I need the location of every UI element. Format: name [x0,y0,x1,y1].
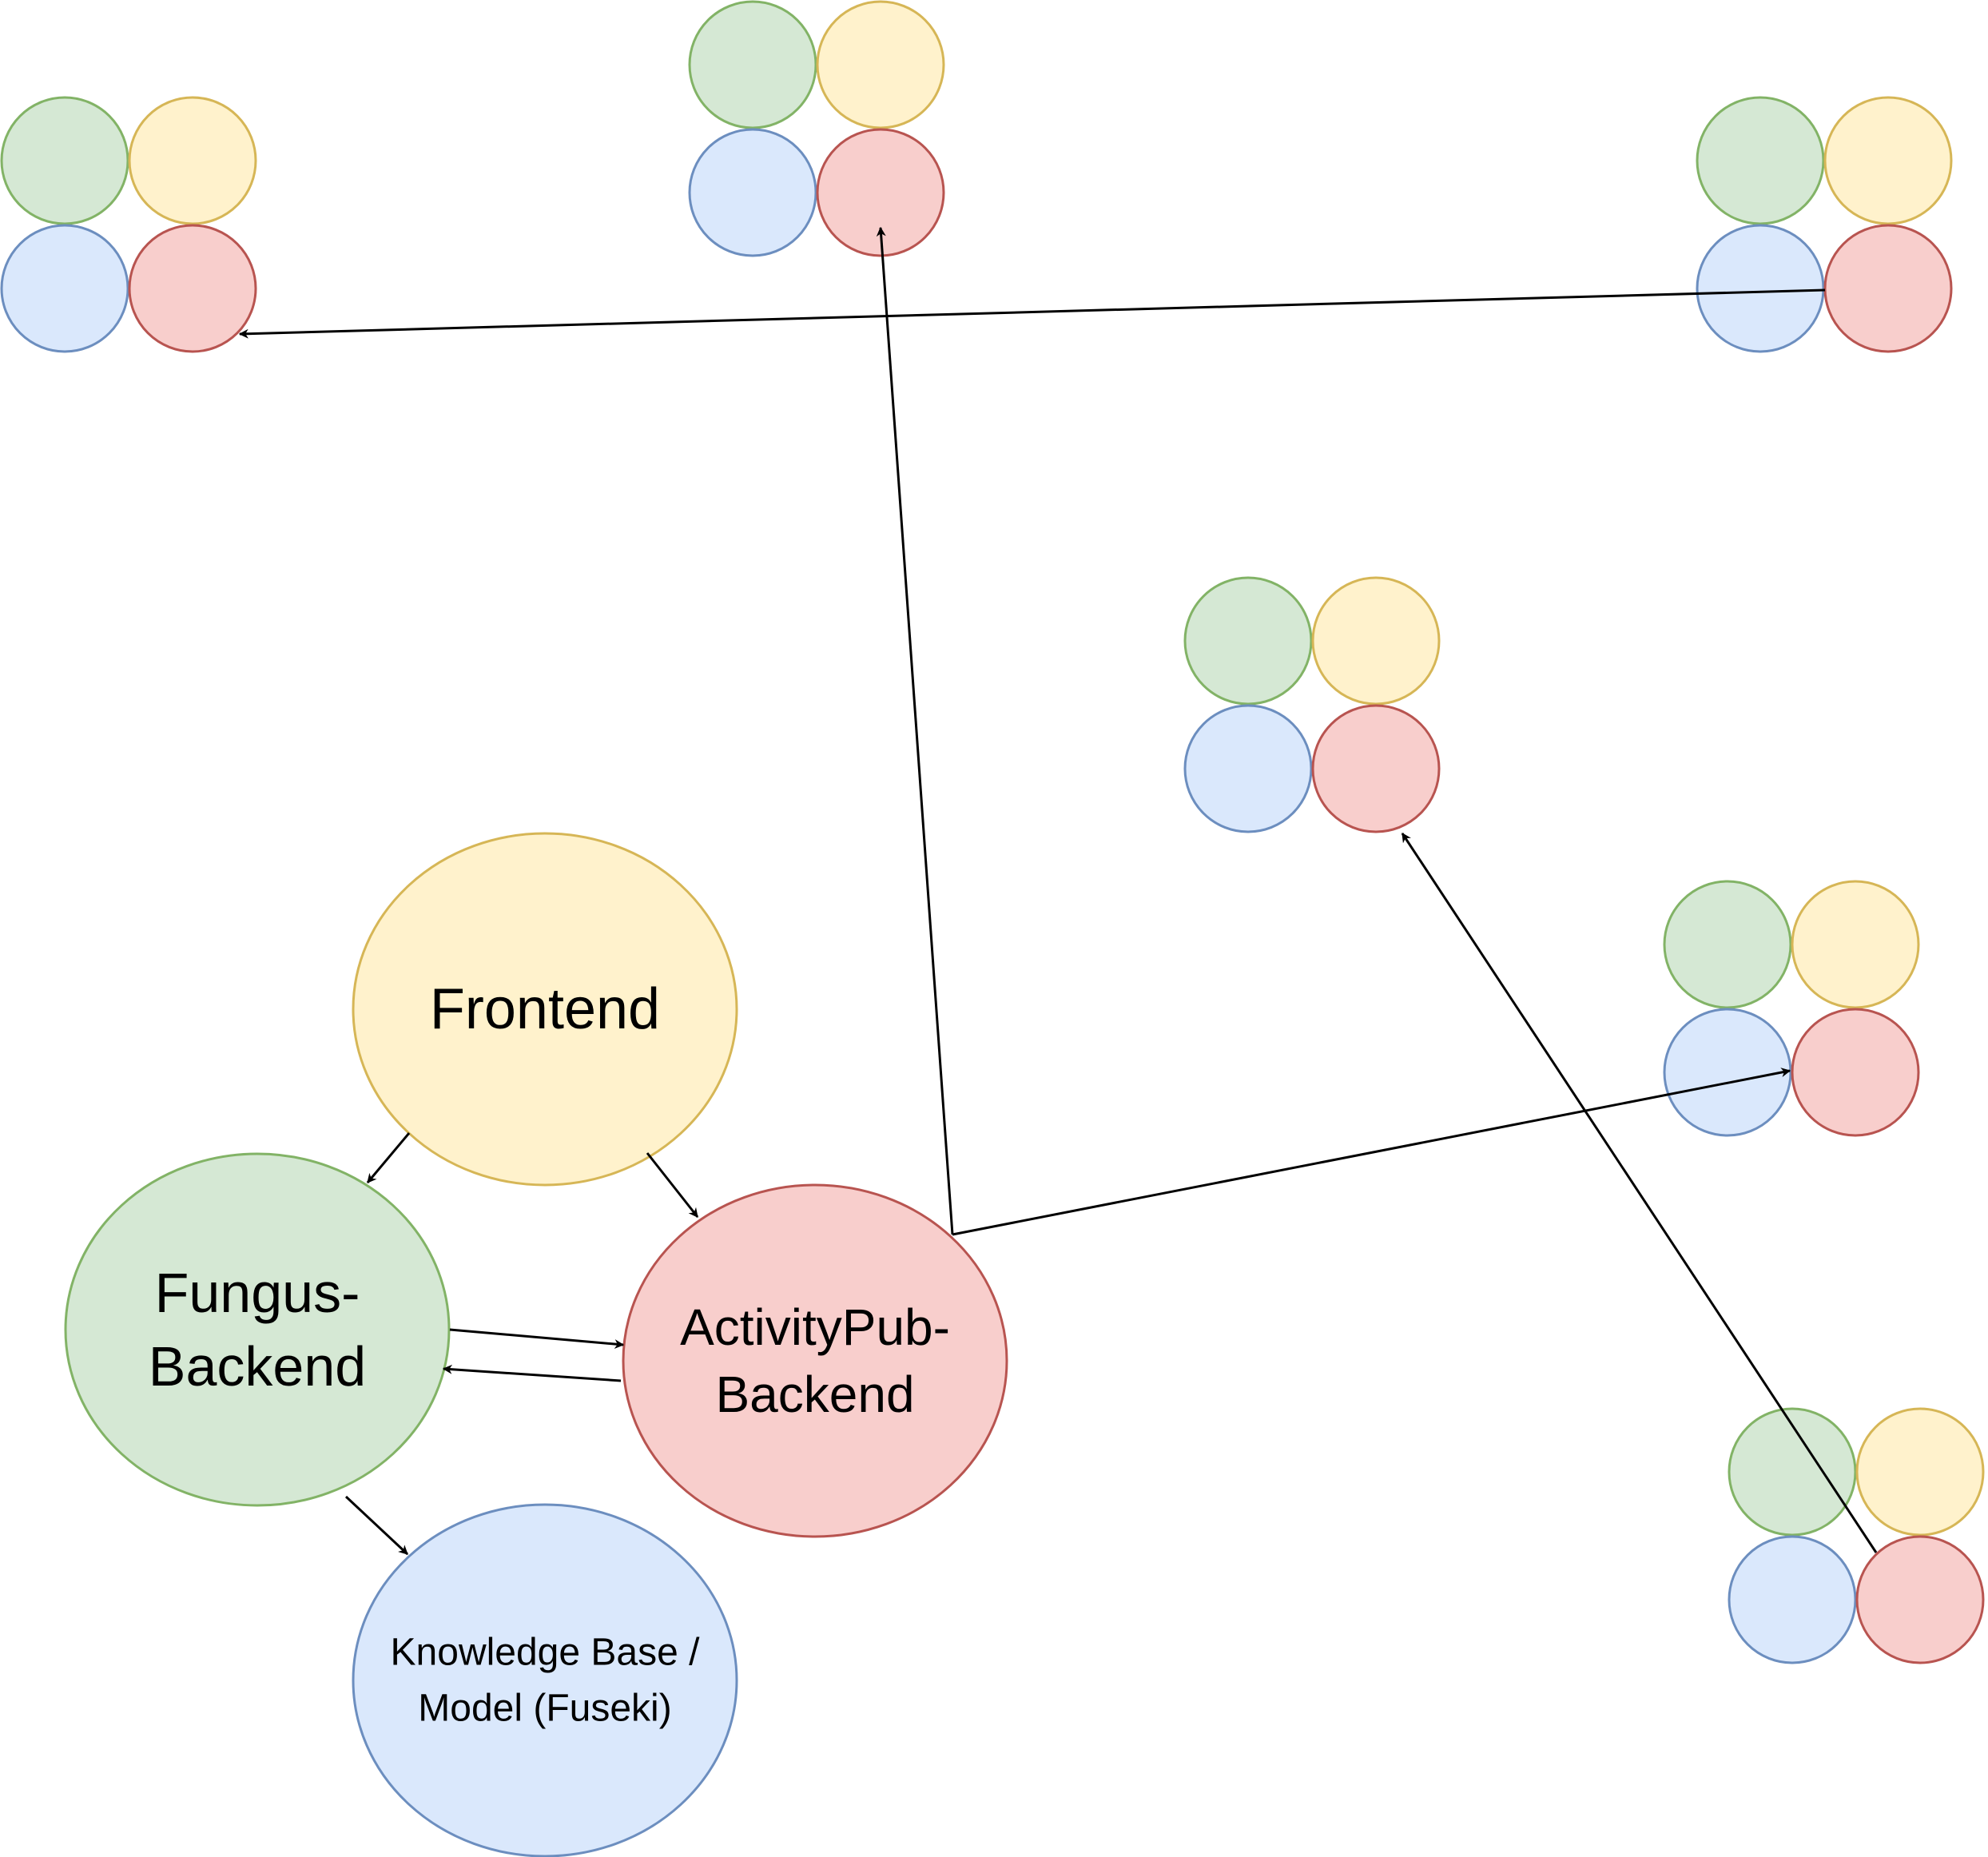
edge-fungus-backend-to-knowledge-base [344,1495,409,1556]
edge-activitypub-backend-to-instance-2 [876,226,954,1235]
instance-6-top-right-yellow-circle [1855,1407,1985,1537]
instance-3-bottom-right-red-circle [1823,224,1953,353]
instance-1-bottom-right-red-circle [128,224,257,353]
instance-2-bottom-left-blue-circle [688,128,817,257]
activitypub-backend-label-line-2: Backend [715,1366,914,1423]
instance-1-cluster[interactable] [0,96,257,353]
edge-fungus-backend-to-activitypub-backend [449,1328,625,1350]
instance-1-top-left-green-circle [0,96,129,225]
edge-frontend-to-activitypub-backend [646,1152,699,1218]
fungus-backend-ellipse [64,1152,451,1507]
instance-4-cluster[interactable] [1183,576,1441,833]
edge-activitypub-backend-to-instance-5 [952,1068,1791,1236]
instance-clusters [0,0,1985,1664]
edge-instance-3-to-instance-1 [238,288,1826,339]
knowledge-base-label-line-1: Knowledge Base / [391,1632,701,1674]
instance-3-bottom-left-blue-circle [1696,224,1825,353]
activitypub-backend-label-line-1: ActivityPub- [680,1298,950,1356]
instance-4-top-right-yellow-circle [1311,576,1441,706]
instance-3-top-right-yellow-circle [1823,96,1953,225]
instance-6-bottom-left-blue-circle [1728,1535,1857,1664]
instance-3-cluster[interactable] [1696,96,1953,353]
instance-4-top-left-green-circle [1183,576,1313,706]
activitypub-backend-node[interactable]: ActivityPub- Backend [622,1183,1008,1538]
edge-frontend-to-fungus-backend [366,1132,411,1183]
instance-4-bottom-right-red-circle [1311,704,1441,833]
instance-6-bottom-right-red-circle [1855,1535,1985,1664]
instance-5-top-right-yellow-circle [1791,880,1920,1009]
instance-1-bottom-left-blue-circle [0,224,129,353]
instance-5-cluster[interactable] [1663,880,1920,1137]
instance-2-top-right-yellow-circle [816,0,945,129]
instance-3-top-left-green-circle [1696,96,1825,225]
edge-instance-6-to-instance-4 [1401,832,1878,1553]
fungus-backend-label-line-2: Backend [149,1335,366,1398]
frontend-ellipse [352,832,738,1187]
knowledge-base-node[interactable]: Knowledge Base / Model (Fuseki) [352,1503,738,1857]
frontend-node[interactable]: Frontend [352,832,738,1187]
instance-6-cluster[interactable] [1728,1407,1985,1664]
edges [238,226,1878,1556]
instance-1-top-right-yellow-circle [128,96,257,225]
instance-5-bottom-right-red-circle [1791,1008,1920,1137]
instance-6-top-left-green-circle [1728,1407,1857,1537]
instance-5-top-left-green-circle [1663,880,1792,1009]
fungus-backend-node[interactable]: Fungus- Backend [64,1152,451,1507]
knowledge-base-ellipse [352,1503,738,1857]
knowledge-base-label-line-2: Model (Fuseki) [418,1688,671,1730]
edge-activitypub-backend-to-fungus-backend [442,1364,622,1382]
activitypub-backend-ellipse [622,1183,1008,1538]
instance-2-bottom-right-red-circle [816,128,945,257]
instance-4-bottom-left-blue-circle [1183,704,1313,833]
frontend-label-line-1: Frontend [430,977,660,1041]
fungus-backend-label-line-1: Fungus- [155,1262,360,1324]
instance-2-top-left-green-circle [688,0,817,129]
instance-5-bottom-left-blue-circle [1663,1008,1792,1137]
instance-2-cluster[interactable] [688,0,945,257]
